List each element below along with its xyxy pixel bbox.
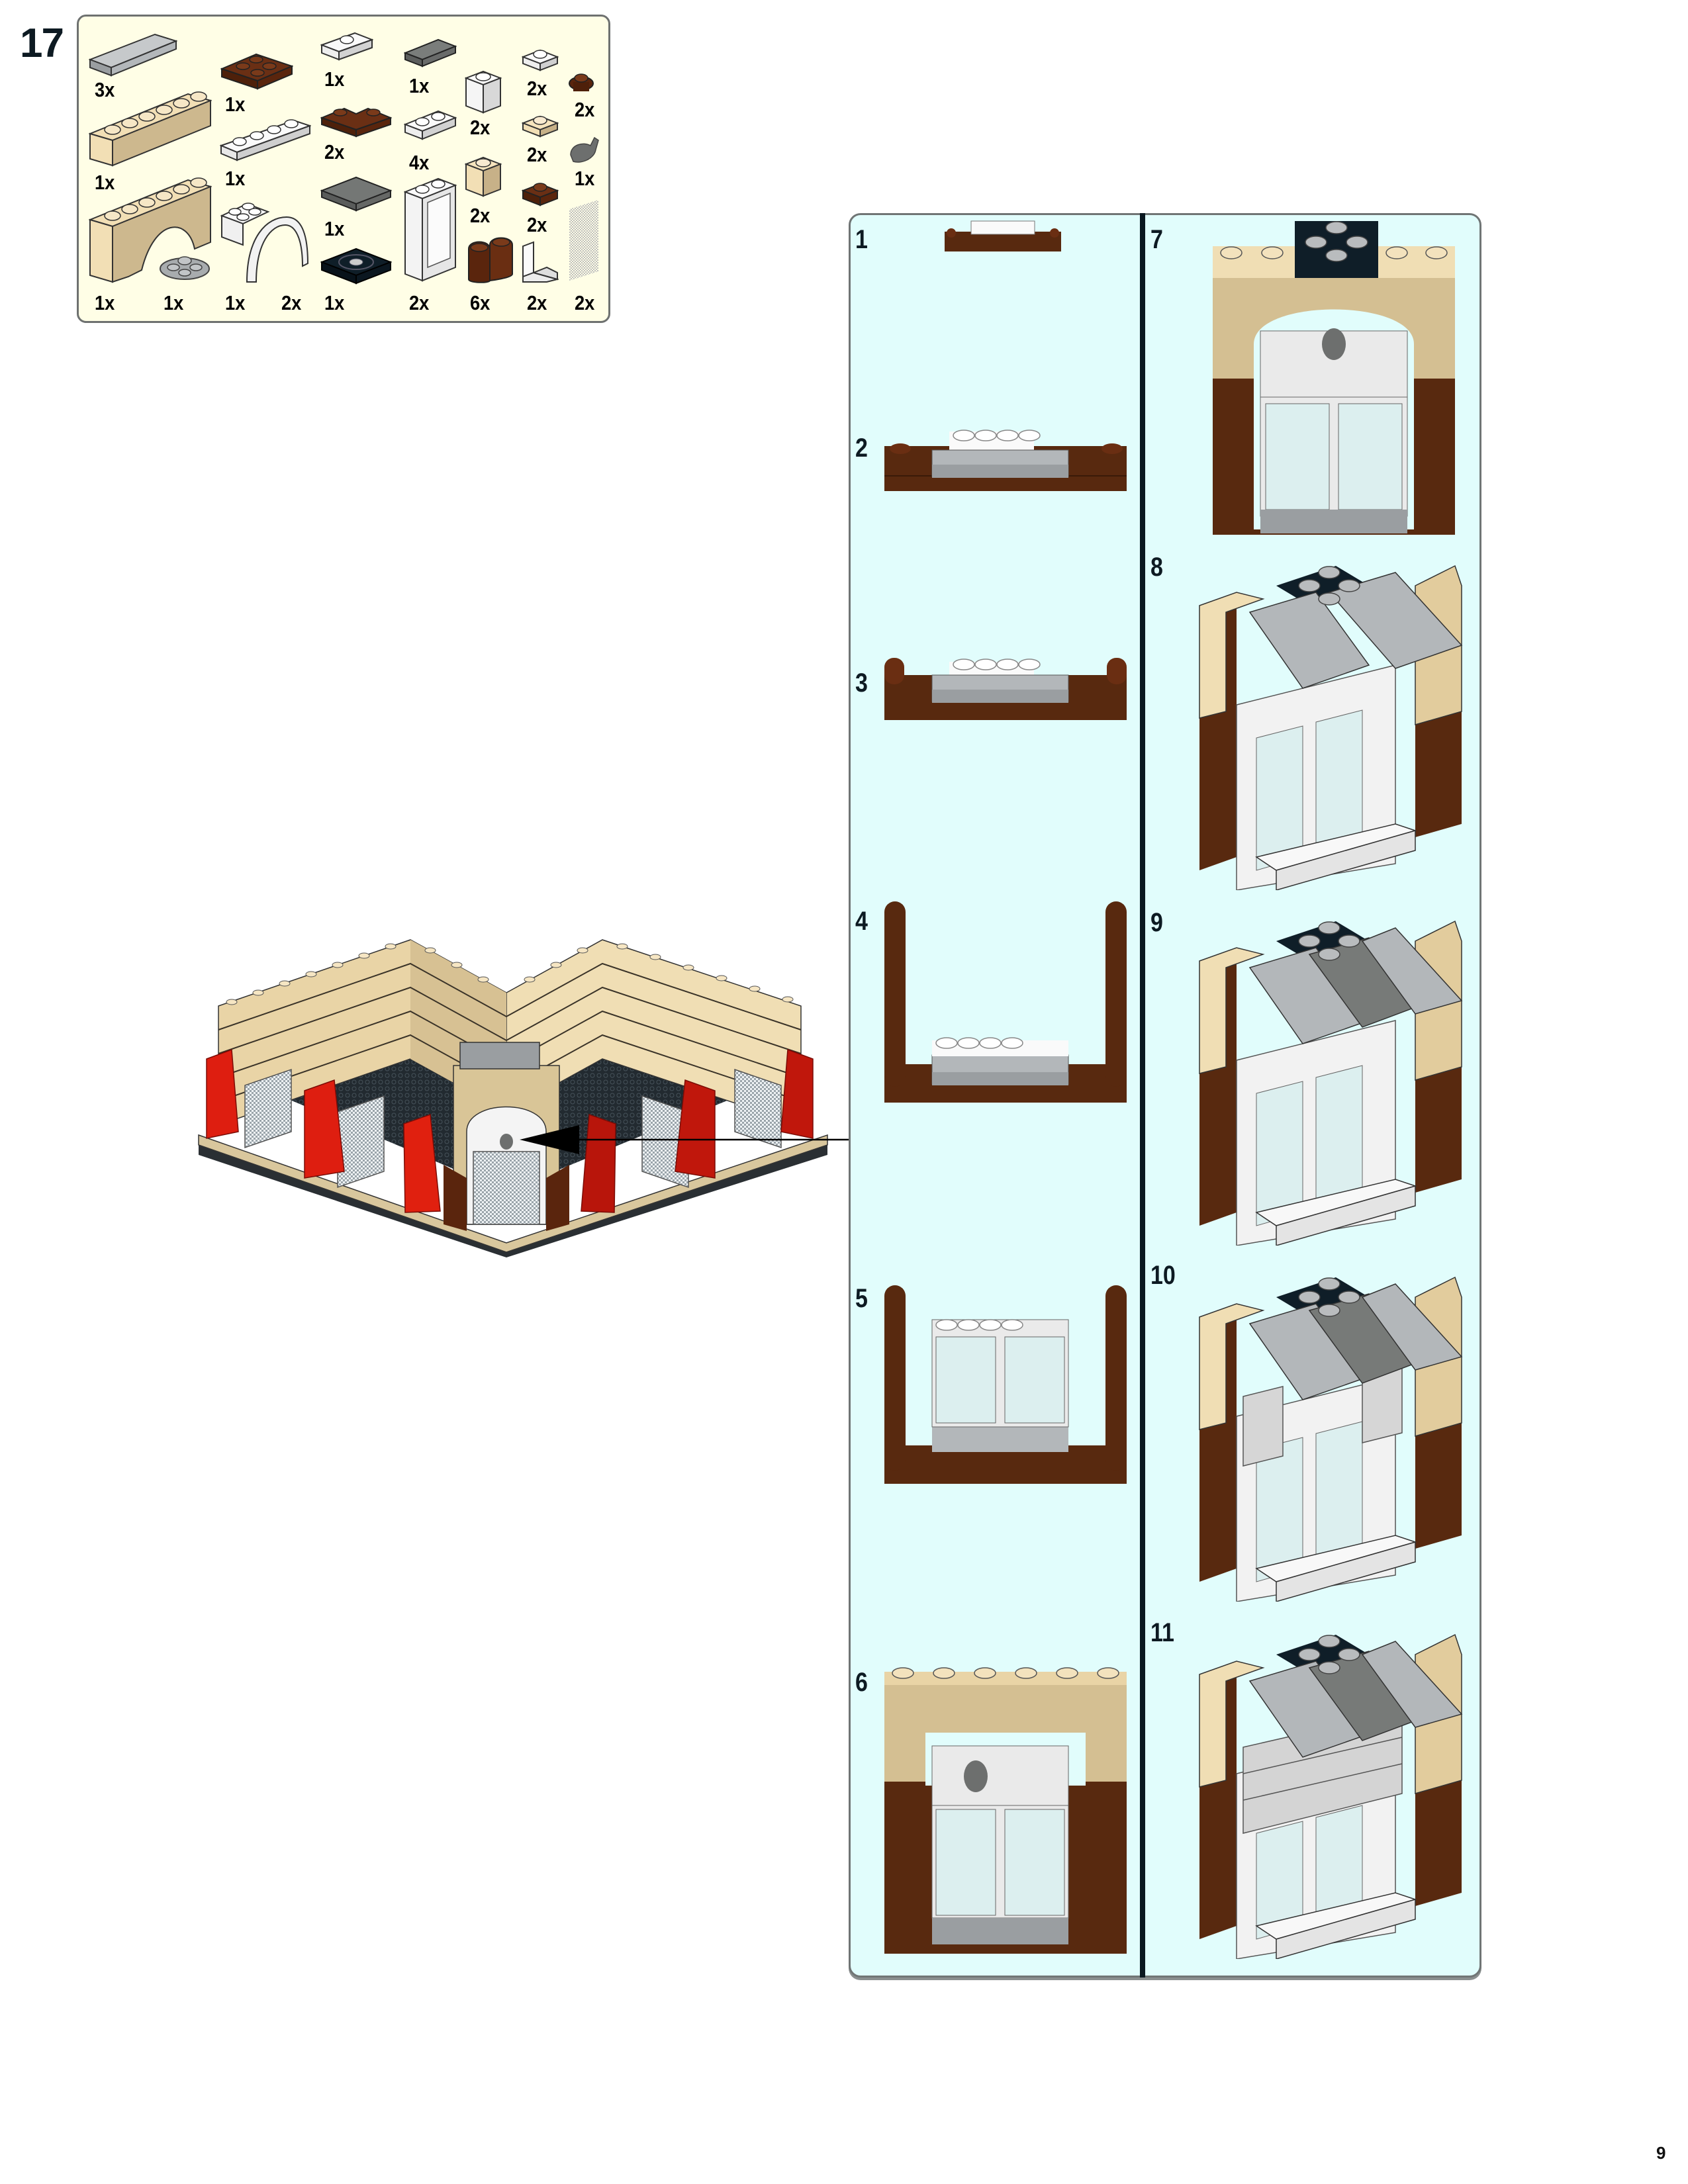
window-1x2x3-white-icon	[404, 177, 457, 282]
part-qty: 2x	[575, 291, 595, 314]
bird-dark-gray-icon	[570, 136, 599, 163]
substep-label: 7	[1150, 225, 1163, 254]
part-qty: 3x	[95, 78, 115, 101]
plate-corner-brown-icon	[320, 107, 392, 138]
arch-1x6-tan-icon	[89, 177, 212, 283]
part-qty: 1x	[95, 171, 115, 194]
arch-white-icon	[220, 203, 309, 283]
substep-7-illustration	[1213, 221, 1455, 535]
part-qty: 1x	[95, 291, 115, 314]
substep-2-illustration	[884, 430, 1127, 491]
part-qty: 2x	[575, 98, 595, 121]
part-qty: 2x	[324, 140, 345, 163]
substep-label: 6	[855, 1668, 868, 1697]
part-qty: 1x	[324, 68, 345, 91]
substep-label: 1	[855, 225, 868, 254]
turntable-2x2-black-icon	[320, 248, 392, 285]
bracket-white-icon	[522, 241, 559, 283]
tile-2x2-dark-gray-icon	[320, 176, 392, 212]
substep-label: 2	[855, 433, 868, 463]
plate-round-1x1-brown-icon	[569, 73, 594, 91]
plate-1x2-jumper-white-icon	[320, 32, 373, 61]
part-qty: 6x	[470, 291, 491, 314]
plate-1x2-white-icon	[404, 110, 457, 140]
part-qty: 1x	[225, 93, 246, 116]
callout-arrow	[520, 1125, 849, 1154]
substep-11-illustration	[1199, 1633, 1463, 1959]
part-qty: 1x	[324, 291, 345, 314]
part-qty: 2x	[281, 291, 302, 314]
part-qty: 1x	[164, 291, 184, 314]
plate-1x4-white-icon	[220, 119, 311, 161]
part-qty: 4x	[409, 151, 430, 174]
substeps-divider	[1140, 213, 1145, 1978]
brick-1x1-tan-icon	[465, 156, 502, 197]
parts-list: 3x 1x 1x 1x	[0, 0, 622, 331]
substep-10-illustration	[1199, 1276, 1463, 1602]
main-model-illustration	[198, 939, 828, 1257]
step-number: 17	[20, 21, 64, 66]
substep-5-illustration	[884, 1285, 1127, 1484]
plate-2x2-brown-icon	[220, 53, 293, 90]
brick-1x1-white-icon	[465, 70, 502, 114]
part-qty: 2x	[527, 143, 547, 166]
plate-1x1-brown-icon	[522, 183, 559, 206]
glass-pane-trans-clear-icon	[569, 200, 598, 281]
part-qty: 2x	[409, 291, 430, 314]
plate-1x1-white-icon	[522, 49, 559, 71]
substep-6-illustration	[884, 1667, 1127, 1954]
substep-label: 4	[855, 907, 868, 936]
substep-9-illustration	[1199, 920, 1463, 1246]
part-qty: 1x	[324, 217, 345, 240]
substep-3-illustration	[884, 658, 1127, 720]
tile-1x2-dark-gray-icon	[404, 38, 457, 68]
substep-label: 10	[1150, 1261, 1176, 1290]
tile-1x4-light-gray-icon	[89, 33, 177, 77]
substep-label: 8	[1150, 553, 1163, 582]
part-qty: 2x	[527, 213, 547, 236]
substep-label: 5	[855, 1284, 868, 1313]
substep-label: 3	[855, 668, 868, 698]
substep-label: 9	[1150, 908, 1163, 937]
part-qty: 1x	[575, 167, 595, 190]
plate-round-2x2-light-gray-icon	[160, 256, 210, 280]
part-qty: 1x	[225, 291, 246, 314]
substep-8-illustration	[1199, 565, 1463, 890]
substep-4-illustration	[884, 901, 1127, 1103]
part-qty: 2x	[527, 77, 547, 100]
brick-1x6-tan-icon	[89, 91, 212, 167]
part-qty: 1x	[409, 74, 430, 97]
part-qty: 2x	[470, 116, 491, 139]
part-qty: 1x	[225, 167, 246, 190]
part-qty: 2x	[527, 291, 547, 314]
substep-label: 11	[1150, 1618, 1174, 1647]
plate-1x1-tan-icon	[522, 115, 559, 138]
brick-round-half-brown-icon	[468, 237, 513, 283]
part-qty: 2x	[470, 204, 491, 227]
substep-1-illustration	[945, 220, 1061, 251]
page-number: 9	[1656, 2143, 1666, 2163]
